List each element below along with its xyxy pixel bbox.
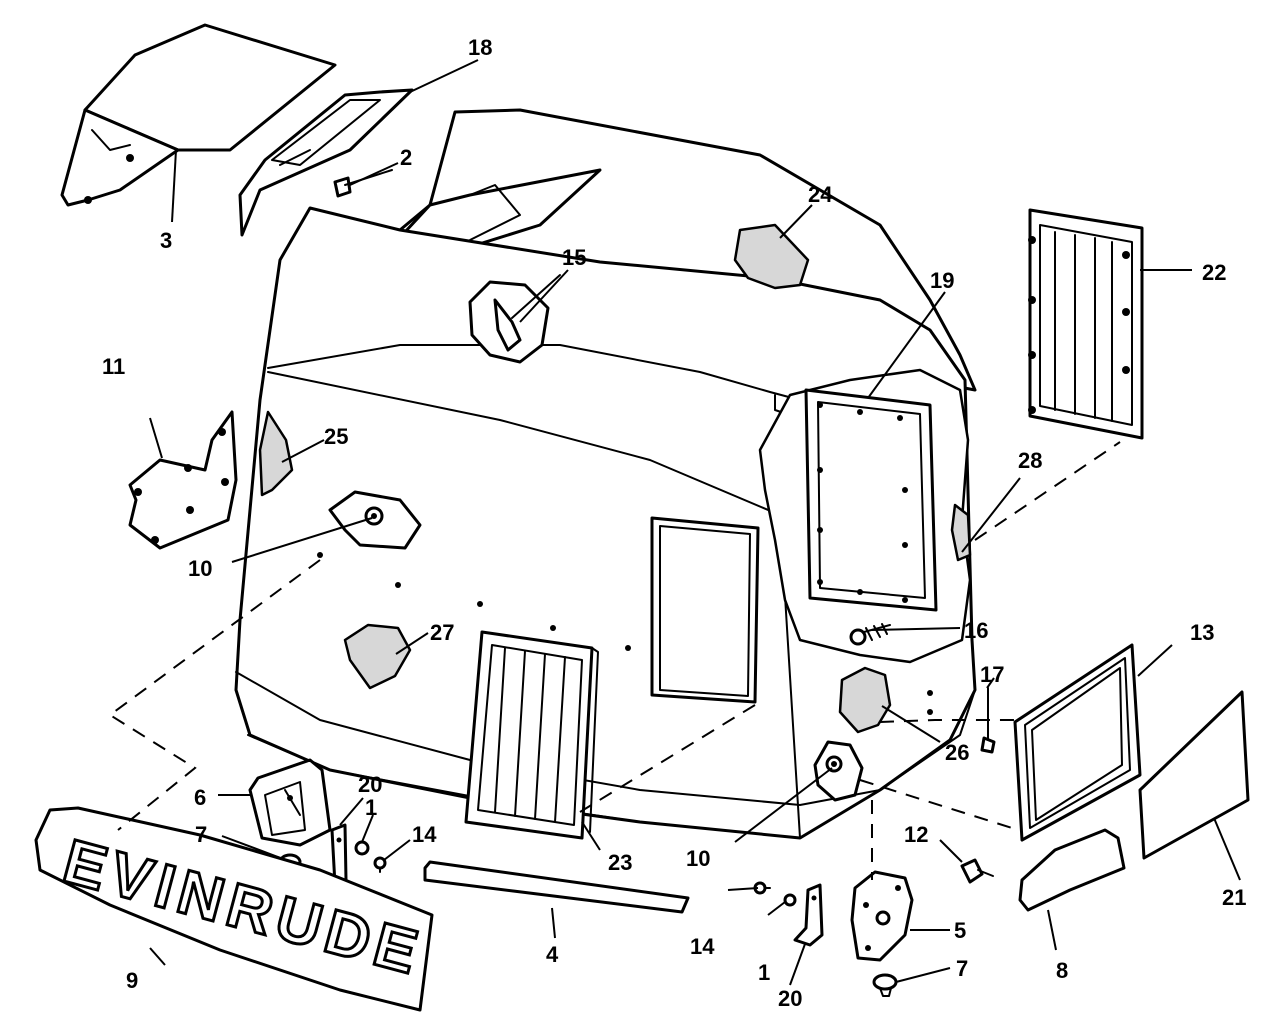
callout-21: 21 [1222,885,1246,910]
part-1-washer-upper [354,840,370,856]
callout-7-lower: 7 [956,956,968,981]
callout-3: 3 [160,228,172,253]
part-4-trim-strip [423,860,690,914]
part-5-latch-receiver [850,870,914,962]
callout-20-upper: 20 [358,772,382,797]
callout-7-upper: 7 [195,822,207,847]
engine-cowl [234,108,977,840]
part-10-grommet-lower [813,740,864,802]
part-12-screw [960,858,994,884]
callout-16: 16 [964,618,988,643]
callout-14-upper: 14 [412,822,437,847]
part-20-bracket-lower [793,883,824,947]
callout-12: 12 [904,822,928,847]
callout-6: 6 [194,785,206,810]
part-3-hood-cover [60,23,337,207]
callout-27: 27 [430,620,454,645]
callout-8: 8 [1056,958,1068,983]
part-23-front-grille [464,630,599,840]
part-25-pad [258,410,294,497]
callout-22: 22 [1202,260,1226,285]
part-13-frame [1013,643,1142,842]
part-7-knob-lower [872,973,898,997]
alignment-lines [108,441,1121,880]
callout-23: 23 [608,850,632,875]
callout-2: 2 [400,145,412,170]
callout-18: 18 [468,35,492,60]
callout-11: 11 [102,354,125,379]
part-27-pad [343,623,412,690]
callout-20-lower: 20 [778,986,802,1011]
callout-15: 15 [562,245,586,270]
callout-labels: 3 18 2 15 24 19 22 11 25 10 28 27 16 13 … [102,35,1246,1011]
part-17-screw [980,687,996,754]
callout-10-upper: 10 [188,556,212,581]
part-15-grommet-bolt [468,274,561,364]
callout-1-upper: 1 [365,795,377,820]
callout-10-lower: 10 [686,846,710,871]
part-22-vent-grille [1028,208,1144,440]
callout-1-lower: 1 [758,960,770,985]
callout-19: 19 [930,268,954,293]
part-9-nameplate: EVINRUDE [34,806,434,1012]
callout-25: 25 [324,424,348,449]
part-8-cap [1018,828,1126,912]
callout-4: 4 [546,942,559,967]
callout-9: 9 [126,968,138,993]
callout-28: 28 [1018,448,1042,473]
part-6-latch [248,758,332,847]
callout-5: 5 [954,918,966,943]
part-24-pad [733,223,810,290]
callout-13: 13 [1190,620,1214,645]
part-21-panel [1138,690,1250,860]
callout-14-lower: 14 [690,934,715,959]
callout-26: 26 [945,740,969,765]
part-26-pad [838,666,892,734]
part-10-grommet-upper [328,490,422,550]
part-16-bolt [849,623,891,646]
callout-24: 24 [808,182,833,207]
callout-17: 17 [980,662,1004,687]
leader-lines [149,59,1241,986]
part-11-bracket [128,410,238,550]
part-1-washer-lower [783,893,797,907]
part-2-screw [333,169,393,198]
part-14-screw-upper [373,856,387,873]
